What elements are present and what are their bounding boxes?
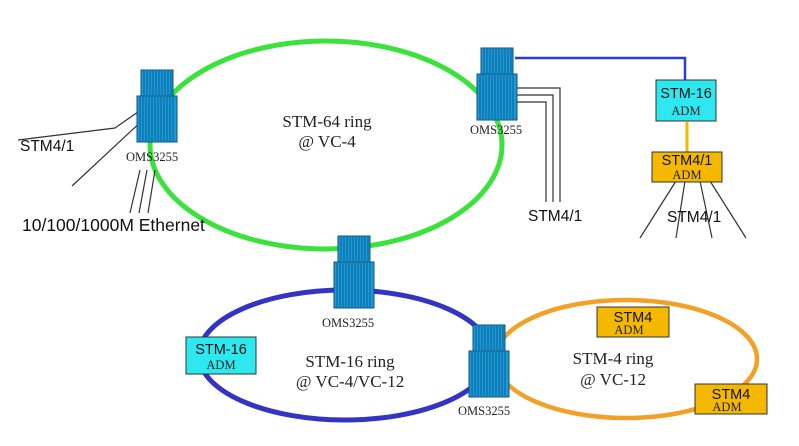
uplink-line (515, 56, 687, 80)
left-node-wires (17, 106, 156, 214)
oms3255-label-left: OMS3255 (126, 150, 178, 164)
stm16-adm-top-title: STM-16 (660, 86, 712, 102)
stm41-adm-title: STM4/1 (662, 153, 713, 169)
stm4-adm-box-bottom[interactable]: STM4 ADM (694, 383, 768, 415)
oms3255-label-junction: OMS3255 (458, 404, 510, 418)
stm4-adm-bottom-subtitle: ADM (712, 400, 741, 414)
stm4-adm-top-subtitle: ADM (614, 323, 643, 337)
oms3255-node-left[interactable] (136, 69, 178, 143)
stm16-adm-left-title: STM-16 (195, 342, 247, 358)
stm16-ring-subtitle: @ VC-4/VC-12 (296, 372, 404, 391)
stm41-label-far: STM4/1 (667, 209, 721, 226)
stm41-adm-subtitle: ADM (672, 168, 701, 182)
oms3255-label-bottom: OMS3255 (322, 316, 374, 330)
stm64-ring-title: STM-64 ring (282, 112, 372, 131)
stm41-adm-box[interactable]: STM4/1 ADM (651, 151, 723, 183)
stm16-adm-box-left[interactable]: STM-16 ADM (185, 336, 257, 375)
oms3255-node-bottom[interactable] (333, 235, 375, 309)
oms3255-label-right: OMS3255 (470, 123, 522, 137)
stm41-label-left: STM4/1 (20, 138, 74, 155)
stm16-adm-left-subtitle: ADM (206, 358, 235, 372)
stm16-ring-title: STM-16 ring (305, 352, 395, 371)
stm64-ring (147, 38, 505, 252)
stm4-adm-box-top[interactable]: STM4 ADM (596, 306, 670, 338)
stm4-adm-top-title: STM4 (614, 310, 653, 326)
oms3255-node-junction[interactable] (468, 324, 510, 398)
stm41-label-mid: STM4/1 (528, 208, 582, 225)
stm41-adm-wires (639, 180, 747, 239)
stm4-ring-title: STM-4 ring (573, 349, 654, 368)
stm64-ring-subtitle: @ VC-4 (298, 132, 356, 151)
ethernet-label: 10/100/1000M Ethernet (22, 215, 205, 235)
stm16-adm-top-subtitle: ADM (671, 104, 700, 118)
right-node-wires (514, 87, 561, 202)
oms3255-node-right[interactable] (476, 47, 518, 121)
stm4-ring-subtitle: @ VC-12 (580, 370, 646, 389)
stm16-adm-box-top[interactable]: STM-16 ADM (655, 79, 717, 122)
stm4-adm-bottom-title: STM4 (712, 387, 751, 403)
